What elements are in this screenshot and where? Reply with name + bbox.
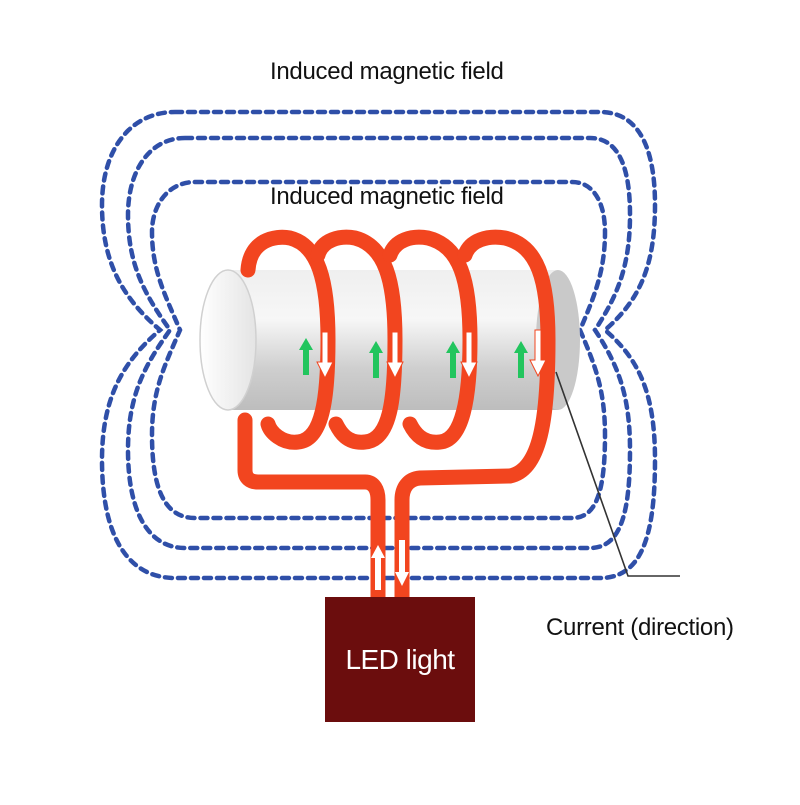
led-light-label: LED light xyxy=(345,643,455,675)
coil-lead-left xyxy=(237,412,386,606)
led-box-shape xyxy=(325,597,475,722)
outer-field-label: Induced magnetic field xyxy=(270,58,504,85)
current-arrows xyxy=(299,329,547,590)
green-up-arrow-icon xyxy=(299,338,528,378)
field-line-outer xyxy=(99,109,658,581)
inner-field-label: Induced magnetic field xyxy=(270,183,504,210)
lead-up-arrow-icon xyxy=(371,545,385,590)
coil-loop-4 xyxy=(394,229,556,606)
led-light: LED light xyxy=(325,597,475,722)
white-down-arrow-icon xyxy=(316,329,547,380)
field-line-middle xyxy=(125,135,633,551)
core-end-left xyxy=(199,269,257,411)
lead-down-arrow-icon xyxy=(395,540,409,586)
lead-arrows xyxy=(371,540,409,590)
current-pointer-line xyxy=(555,371,680,577)
current-direction-label: Current (direction) xyxy=(546,614,734,641)
